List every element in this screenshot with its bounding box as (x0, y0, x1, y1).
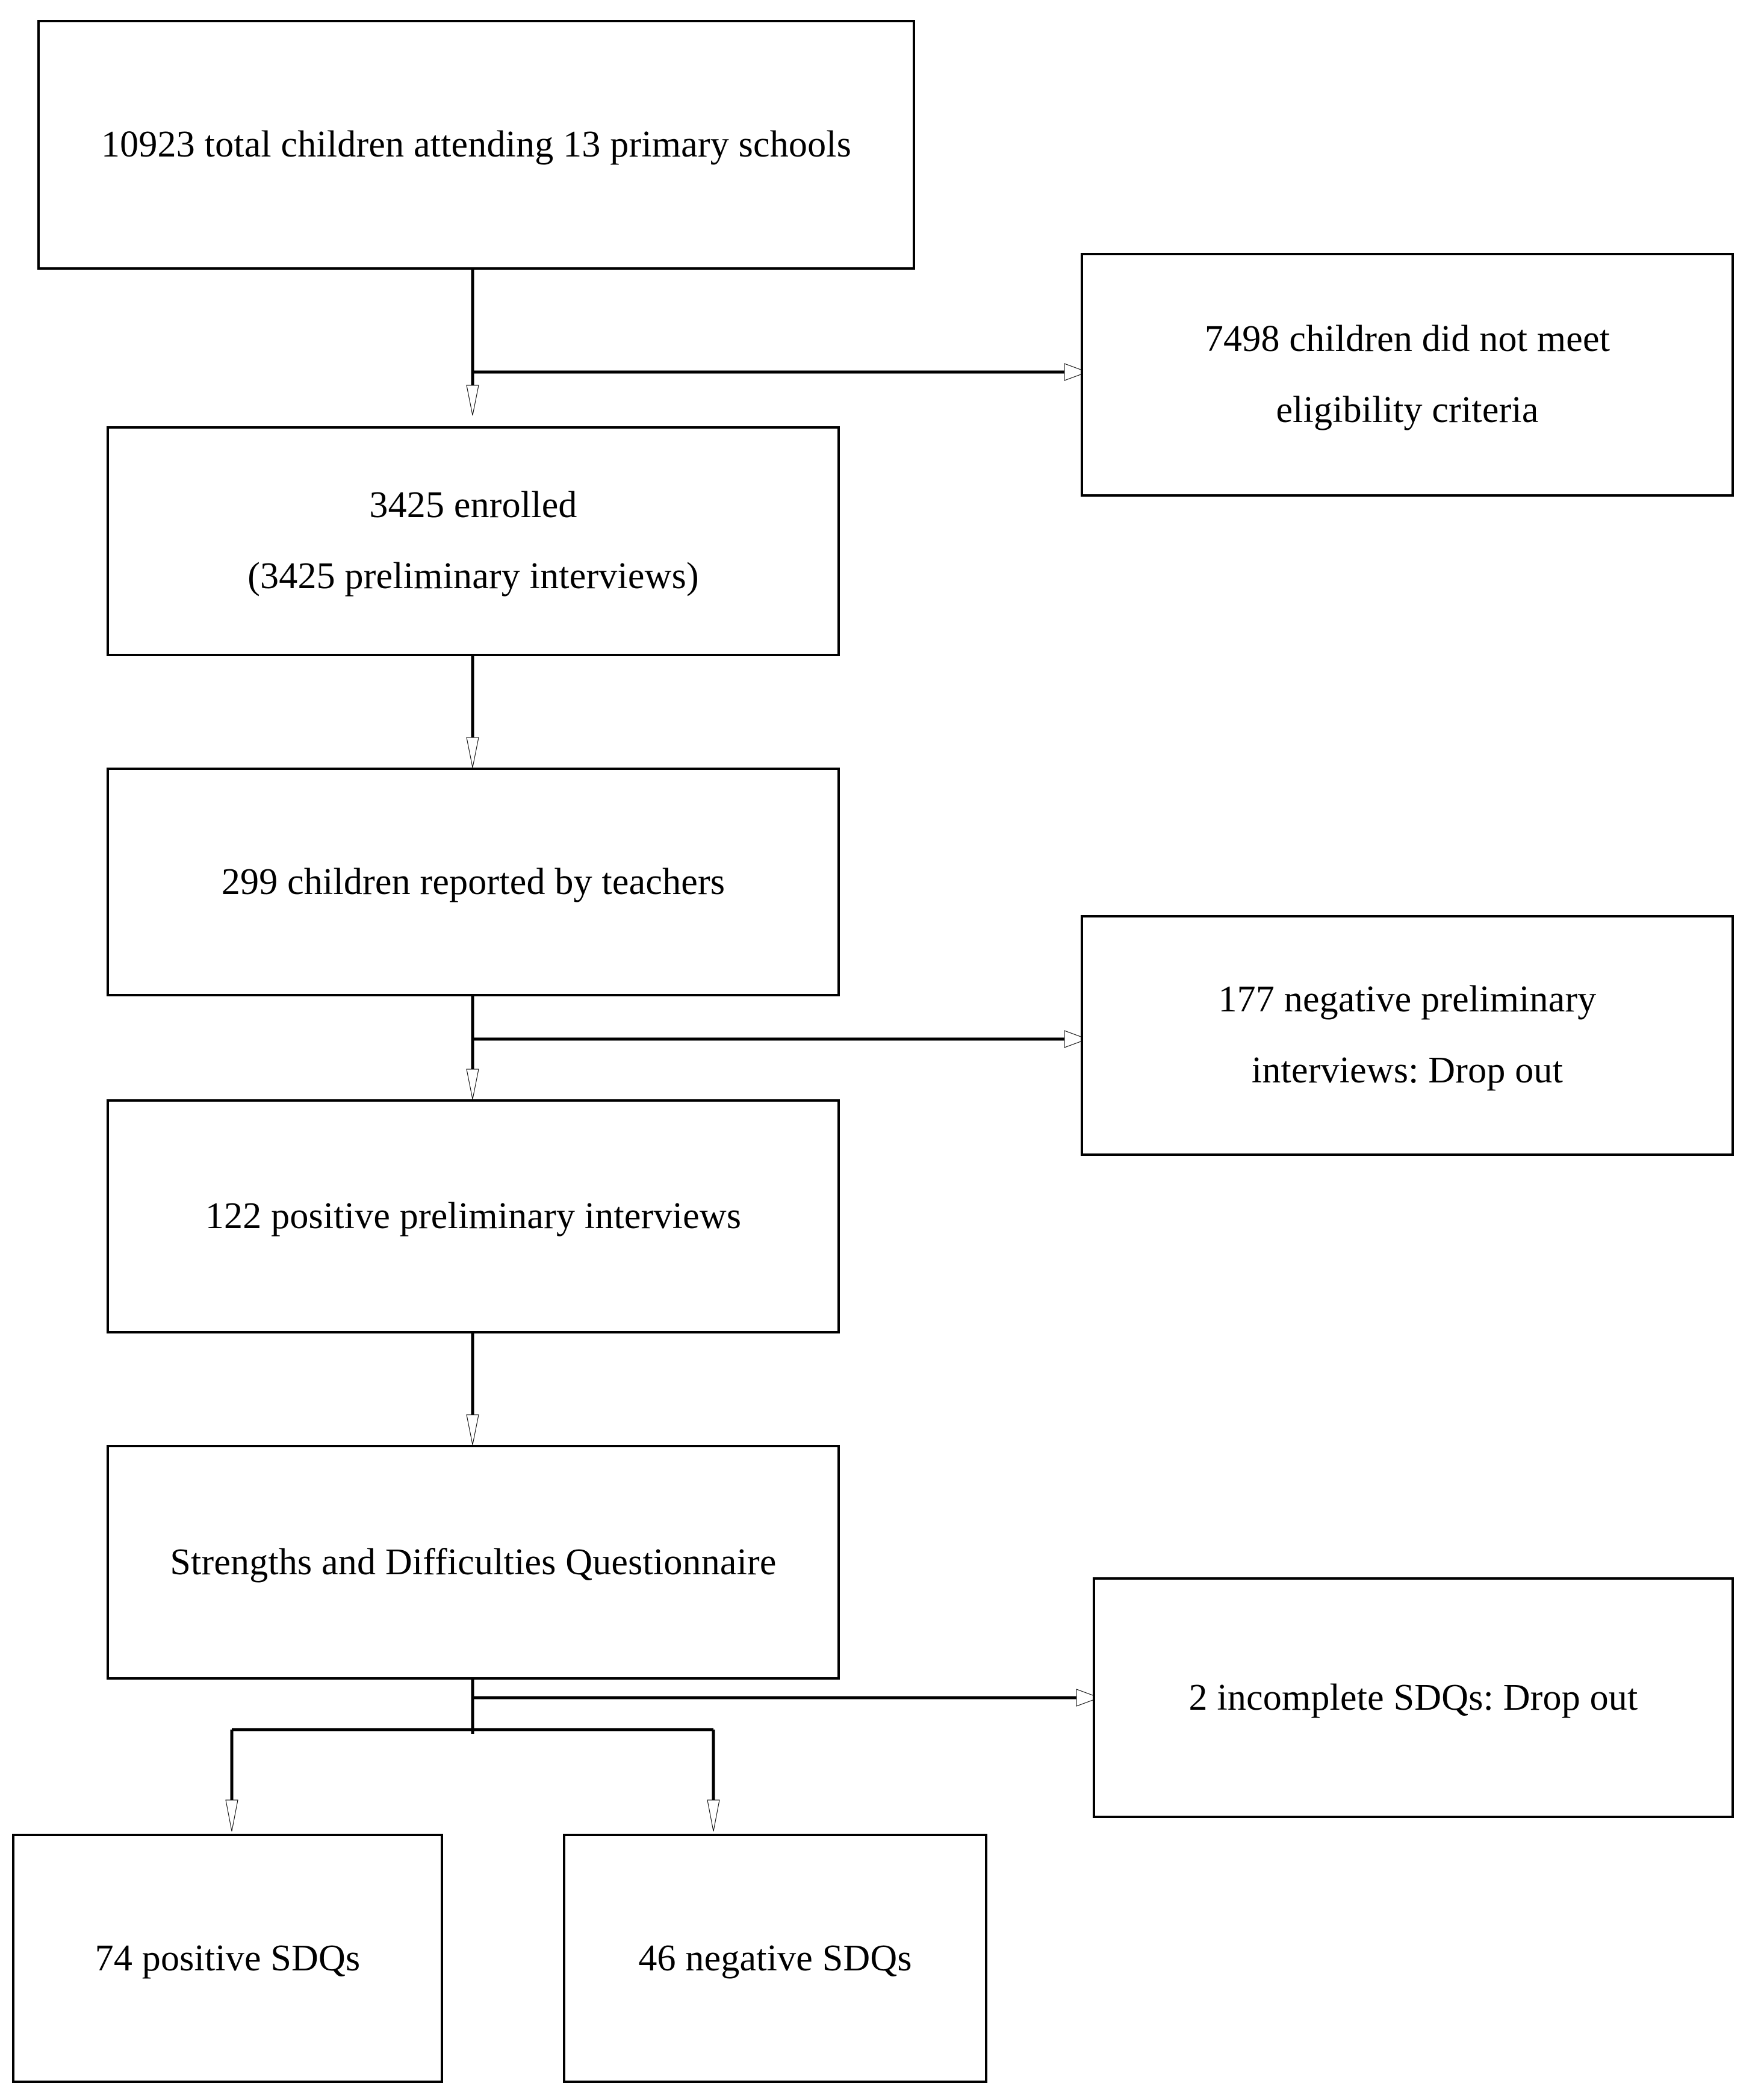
total-children-box: 10923 total children attending 13 primar… (37, 20, 915, 270)
edge-sdq-to-incomplete-sdq (471, 1680, 1101, 1734)
strengths-and-difficulties-questionnaire-label: Strengths and Difficulties Questionnaire (170, 1541, 777, 1583)
incomplete-sdqs-box: 2 incomplete SDQs: Drop out (1093, 1577, 1734, 1818)
negative-preliminary-interviews-label-line2: interviews: Drop out (1251, 1050, 1564, 1091)
edge-reported-to-positive-interviews (466, 996, 479, 1100)
enrolled-label-line1: 3425 enrolled (369, 485, 577, 526)
edge-total-to-enrolled (466, 270, 479, 416)
strengths-and-difficulties-questionnaire-box: Strengths and Difficulties Questionnaire (107, 1445, 840, 1680)
negative-preliminary-interviews-box: 177 negative preliminary interviews: Dro… (1081, 915, 1734, 1156)
positive-preliminary-interviews-box: 122 positive preliminary interviews (107, 1099, 840, 1333)
ineligible-children-label-line1: 7498 children did not meet (1204, 318, 1610, 359)
negative-preliminary-interviews-label-line1: 177 negative preliminary (1218, 979, 1597, 1020)
edge-positive-interviews-to-sdq (466, 1333, 479, 1445)
negative-sdqs-box: 46 negative SDQs (563, 1834, 987, 2083)
edge-sdq-split-to-sdq-results (225, 1728, 720, 1832)
positive-preliminary-interviews-label: 122 positive preliminary interviews (205, 1196, 742, 1237)
negative-sdqs-label: 46 negative SDQs (638, 1937, 912, 1979)
enrolled-box: 3425 enrolled (3425 preliminary intervie… (107, 426, 840, 656)
reported-by-teachers-label: 299 children reported by teachers (221, 861, 725, 902)
reported-by-teachers-box: 299 children reported by teachers (107, 768, 840, 996)
edge-enrolled-to-reported (466, 656, 479, 768)
positive-sdqs-box: 74 positive SDQs (12, 1834, 443, 2083)
positive-sdqs-label: 74 positive SDQs (95, 1937, 361, 1979)
ineligible-children-box: 7498 children did not meet eligibility c… (1081, 253, 1734, 497)
enrolled-label-line2: (3425 preliminary interviews) (247, 556, 699, 597)
total-children-label: 10923 total children attending 13 primar… (101, 124, 852, 166)
ineligible-children-label-line2: eligibility criteria (1276, 389, 1539, 430)
edge-total-to-ineligible (473, 363, 1089, 381)
edge-reported-to-negative-interviews (473, 1030, 1089, 1048)
incomplete-sdqs-label: 2 incomplete SDQs: Drop out (1188, 1677, 1638, 1718)
